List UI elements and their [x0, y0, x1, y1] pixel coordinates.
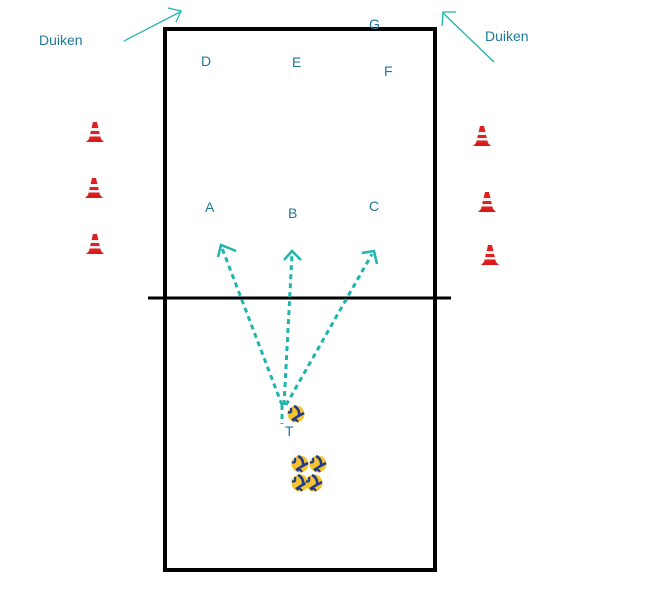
volleyball-icon: [290, 454, 310, 474]
dashed-arrow-to-C: [284, 249, 379, 406]
cone-icon: [473, 126, 491, 146]
cone-icon: [86, 122, 104, 142]
cone-icon: [85, 178, 103, 198]
volleyball-icon: [304, 473, 324, 493]
position-A: A: [205, 199, 215, 215]
position-F: F: [384, 63, 393, 79]
position-T: T: [285, 423, 294, 439]
dive-arrow-right: [441, 11, 495, 63]
dashed-arrow-to-A: [216, 243, 284, 406]
dive-label-left: Duiken: [39, 32, 83, 48]
position-C: C: [369, 198, 379, 214]
cone-icon: [481, 245, 499, 265]
cone-icon: [478, 192, 496, 212]
dashed-arrow-to-B: [282, 249, 302, 406]
volleyball-icon: [286, 404, 306, 424]
cone-icon: [86, 234, 104, 254]
position-G: G: [369, 16, 380, 32]
position-B: B: [288, 205, 297, 221]
position-D: D: [201, 53, 211, 69]
volleyball-icon: [308, 454, 328, 474]
dive-arrow-left: [123, 7, 182, 42]
dive-label-right: Duiken: [485, 28, 529, 44]
position-E: E: [292, 54, 301, 70]
